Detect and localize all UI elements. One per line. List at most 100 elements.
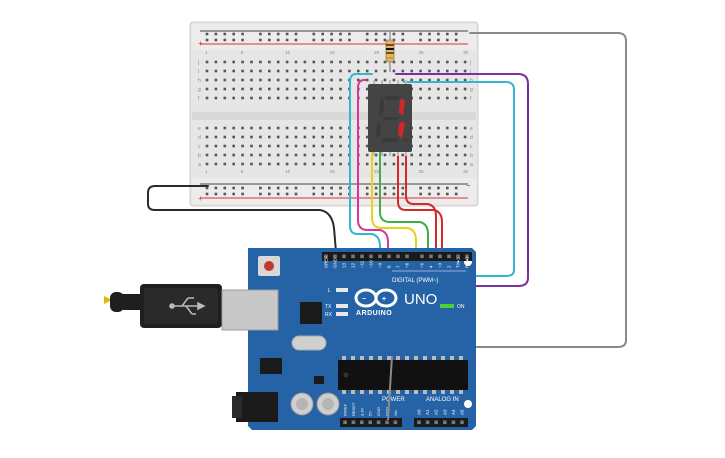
rail-hole[interactable] <box>437 186 440 190</box>
breadboard-holes[interactable] <box>205 32 467 196</box>
breadboard-hole[interactable] <box>276 60 280 64</box>
breadboard-hole[interactable] <box>241 135 244 139</box>
breadboard-hole[interactable] <box>330 153 333 157</box>
breadboard-hole[interactable] <box>446 144 449 148</box>
breadboard-hole[interactable] <box>268 60 271 64</box>
seven-segment-display[interactable]: 1 <box>0 0 412 156</box>
rail-hole[interactable] <box>374 186 378 190</box>
breadboard-hole[interactable] <box>454 78 458 82</box>
breadboard-hole[interactable] <box>463 96 467 100</box>
breadboard-hole[interactable] <box>259 153 262 157</box>
breadboard-hole[interactable] <box>392 162 396 166</box>
rail-hole[interactable] <box>383 38 387 42</box>
rail-hole[interactable] <box>232 186 235 190</box>
breadboard-hole[interactable] <box>401 162 405 166</box>
breadboard-hole[interactable] <box>294 87 298 91</box>
breadboard-hole[interactable] <box>392 60 396 64</box>
breadboard-hole[interactable] <box>437 78 440 82</box>
breadboard-hole[interactable] <box>321 78 324 82</box>
breadboard-hole[interactable] <box>419 96 422 100</box>
breadboard-hole[interactable] <box>250 144 253 148</box>
breadboard-hole[interactable] <box>330 60 333 64</box>
rail-hole[interactable] <box>294 186 298 190</box>
rail-hole[interactable] <box>241 186 244 190</box>
breadboard-hole[interactable] <box>205 144 209 148</box>
digital-pin[interactable] <box>369 254 373 259</box>
breadboard-hole[interactable] <box>437 87 440 91</box>
wire-red-1[interactable] <box>397 151 443 263</box>
breadboard-hole[interactable] <box>454 153 458 157</box>
rail-hole[interactable] <box>428 192 431 196</box>
breadboard-hole[interactable] <box>250 78 253 82</box>
breadboard-hole[interactable] <box>437 126 440 130</box>
breadboard-hole[interactable] <box>401 60 405 64</box>
breadboard-hole[interactable] <box>294 96 298 100</box>
breadboard-hole[interactable] <box>437 60 440 64</box>
breadboard-hole[interactable] <box>259 60 262 64</box>
rail-hole[interactable] <box>294 38 298 42</box>
breadboard-hole[interactable] <box>419 78 422 82</box>
rail-hole[interactable] <box>276 38 280 42</box>
breadboard-hole[interactable] <box>214 69 218 73</box>
breadboard-hole[interactable] <box>259 87 262 91</box>
breadboard-hole[interactable] <box>383 78 387 82</box>
rail-hole[interactable] <box>419 192 422 196</box>
breadboard-hole[interactable] <box>401 153 405 157</box>
breadboard-hole[interactable] <box>330 87 333 91</box>
rail-hole[interactable] <box>268 192 271 196</box>
breadboard-hole[interactable] <box>294 126 298 130</box>
digital-pin[interactable] <box>465 254 469 259</box>
usb-cable[interactable] <box>104 284 222 328</box>
rail-hole[interactable] <box>259 32 262 36</box>
rail-hole[interactable] <box>285 38 289 42</box>
power-pin[interactable] <box>385 420 389 425</box>
breadboard-hole[interactable] <box>321 144 324 148</box>
breadboard-hole[interactable] <box>454 135 458 139</box>
rail-hole[interactable] <box>214 32 218 36</box>
rail-hole[interactable] <box>401 38 405 42</box>
breadboard-hole[interactable] <box>339 78 342 82</box>
breadboard-hole[interactable] <box>241 87 244 91</box>
breadboard-hole[interactable] <box>303 60 307 64</box>
breadboard-hole[interactable] <box>259 69 262 73</box>
breadboard-hole[interactable] <box>419 135 422 139</box>
breadboard-hole[interactable] <box>401 78 405 82</box>
rail-hole[interactable] <box>285 186 289 190</box>
breadboard-hole[interactable] <box>214 144 218 148</box>
rail-hole[interactable] <box>454 192 458 196</box>
breadboard-hole[interactable] <box>232 153 235 157</box>
breadboard-hole[interactable] <box>241 162 244 166</box>
rail-hole[interactable] <box>268 186 271 190</box>
breadboard-hole[interactable] <box>205 69 209 73</box>
rail-hole[interactable] <box>214 186 218 190</box>
rail-hole[interactable] <box>437 32 440 36</box>
breadboard-hole[interactable] <box>223 78 227 82</box>
analog-pin[interactable] <box>434 420 438 425</box>
breadboard-hole[interactable] <box>365 69 369 73</box>
breadboard-hole[interactable] <box>241 69 244 73</box>
rail-hole[interactable] <box>241 38 244 42</box>
rail-hole[interactable] <box>205 32 209 36</box>
breadboard-hole[interactable] <box>259 78 262 82</box>
rail-hole[interactable] <box>259 186 262 190</box>
breadboard-hole[interactable] <box>374 78 378 82</box>
breadboard-hole[interactable] <box>321 87 324 91</box>
rail-hole[interactable] <box>437 38 440 42</box>
digital-pin[interactable] <box>396 254 400 259</box>
breadboard-hole[interactable] <box>339 60 342 64</box>
breadboard-hole[interactable] <box>285 126 289 130</box>
rail-hole[interactable] <box>383 32 387 36</box>
wire-black-gnd[interactable] <box>147 185 337 253</box>
power-pin[interactable] <box>376 420 381 425</box>
breadboard-hole[interactable] <box>428 87 431 91</box>
breadboard-hole[interactable] <box>303 96 307 100</box>
rail-hole[interactable] <box>330 32 333 36</box>
wire-yellow[interactable] <box>371 151 417 263</box>
rail-hole[interactable] <box>276 32 280 36</box>
rail-hole[interactable] <box>374 38 378 42</box>
rail-hole[interactable] <box>339 32 342 36</box>
breadboard-hole[interactable] <box>250 153 253 157</box>
wire-green[interactable] <box>379 151 429 263</box>
breadboard-hole[interactable] <box>223 69 227 73</box>
breadboard-hole[interactable] <box>383 60 387 64</box>
